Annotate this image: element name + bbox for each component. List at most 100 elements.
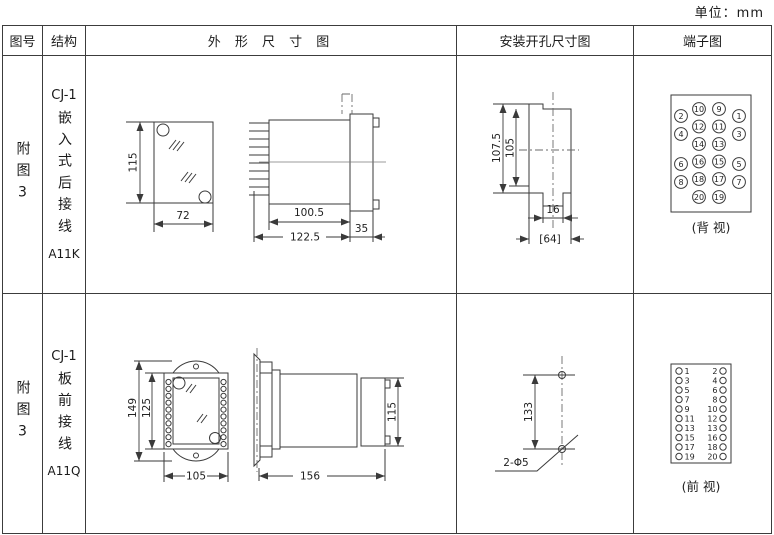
front-view: 149 125 105 [127,360,229,483]
structure-type: 嵌入式后接线 [55,109,72,241]
install-cutout-a11k: 107.5 105 16 [64] [491,92,584,246]
svg-text:14: 14 [694,140,704,149]
row1-structure: CJ-1 嵌入式后接线 A11K [43,56,86,294]
structure-label: CJ-1 嵌入式后接线 A11K [48,88,79,261]
header-install-dims: 安装开孔尺寸图 [457,26,634,56]
svg-text:9: 9 [716,105,721,114]
svg-text:3: 3 [685,377,690,386]
mounting-ears [172,360,220,462]
dim-cutout-width: [64] [539,234,561,246]
svg-text:16: 16 [694,157,704,166]
dim-hole-spacing: 133 [523,402,535,422]
header-terminal-diagram: 端子图 [634,26,771,56]
mounting-plate [253,352,261,468]
structure-code: A11Q [47,464,81,479]
svg-text:12: 12 [694,122,704,131]
svg-text:12: 12 [707,415,717,424]
svg-text:7: 7 [736,178,741,187]
dim-depth: 156 [300,471,320,483]
mounting-hole [558,445,566,453]
row1-install-drawing: 107.5 105 16 [64] [457,56,634,294]
view-label: (前 视) [682,479,721,494]
centerline [519,92,579,228]
svg-text:9: 9 [685,405,690,414]
row1-outline-drawing: 115 72 100.5 122.5 [86,56,457,294]
svg-text:17: 17 [714,175,724,184]
glass-hatch-icon [168,139,185,152]
dim-depth-body: 100.5 [294,207,324,219]
ear-hole [193,452,199,459]
svg-text:5: 5 [736,160,741,169]
side-view: 115 156 [253,348,404,483]
svg-text:20: 20 [694,193,704,202]
outline-drawing-a11k: 115 72 100.5 122.5 [126,93,386,244]
spec-table: 图号 结构 外 形 尺 寸 图 安装开孔尺寸图 端子图 附图3 CJ-1 嵌入式… [2,25,772,534]
svg-text:18: 18 [707,443,717,452]
svg-text:20: 20 [707,453,717,462]
dim-front-height: 115 [128,152,140,172]
dim-width: 105 [186,471,206,483]
dim-rear-height: 115 [387,402,399,422]
svg-text:19: 19 [714,193,724,202]
row1-figure-no: 附图3 [3,56,43,294]
svg-text:1: 1 [736,112,741,121]
leader-line [495,434,579,472]
header-structure: 结构 [43,26,86,56]
svg-text:6: 6 [712,386,717,395]
terminal-box [670,94,752,213]
side-view: 100.5 122.5 35 [249,93,386,244]
svg-text:10: 10 [694,105,704,114]
dim-flange-depth: 35 [355,223,368,235]
svg-text:2: 2 [712,367,717,376]
svg-text:5: 5 [685,386,690,395]
svg-text:15: 15 [714,157,724,166]
svg-text:16: 16 [707,434,717,443]
ear-hole [193,363,199,370]
svg-text:1: 1 [685,367,690,376]
svg-text:8: 8 [712,396,717,405]
dim-notch-width: 16 [546,204,560,216]
figure-no-label: 附图3 [14,379,31,448]
cutout-outline [493,103,572,207]
row2-figure-no: 附图3 [3,294,43,533]
front-view: 115 72 [126,121,214,232]
svg-text:13: 13 [707,424,717,433]
svg-text:11: 11 [714,122,724,131]
terminal-pins [249,122,269,196]
dim-outer-height: 107.5 [491,133,503,163]
svg-text:10: 10 [707,405,717,414]
svg-text:11: 11 [685,415,695,424]
view-label: (背 视) [692,220,731,235]
svg-text:7: 7 [685,396,690,405]
panel-cutout-centerline [341,93,353,114]
dim-depth-total: 122.5 [290,232,320,244]
svg-text:18: 18 [694,175,704,184]
dim-front-width: 72 [176,210,189,222]
svg-text:19: 19 [685,453,695,462]
row2-install-drawing: 133 2-Φ5 [457,294,634,533]
svg-text:15: 15 [685,434,695,443]
row2-outline-drawing: 149 125 105 [86,294,457,533]
figure-no-label: 附图3 [14,140,31,209]
outline-drawing-a11q: 149 125 105 [127,348,404,483]
svg-text:4: 4 [678,130,683,139]
structure-model: CJ-1 [51,348,77,364]
structure-code: A11K [48,247,80,262]
dim-inner-height: 125 [141,398,153,418]
glass-hatch-icon [185,383,208,424]
terminal-screws [165,378,227,448]
dim-hole-height: 105 [505,138,517,158]
svg-text:3: 3 [736,130,741,139]
header-outline-dims: 外 形 尺 寸 图 [86,26,457,56]
glass-hatch-icon [180,171,197,184]
unit-label: 单位：mm [694,6,764,21]
svg-text:13: 13 [685,424,695,433]
svg-text:4: 4 [712,377,717,386]
terminal-box [670,363,732,464]
structure-label: CJ-1 板前接线 A11Q [48,349,81,479]
